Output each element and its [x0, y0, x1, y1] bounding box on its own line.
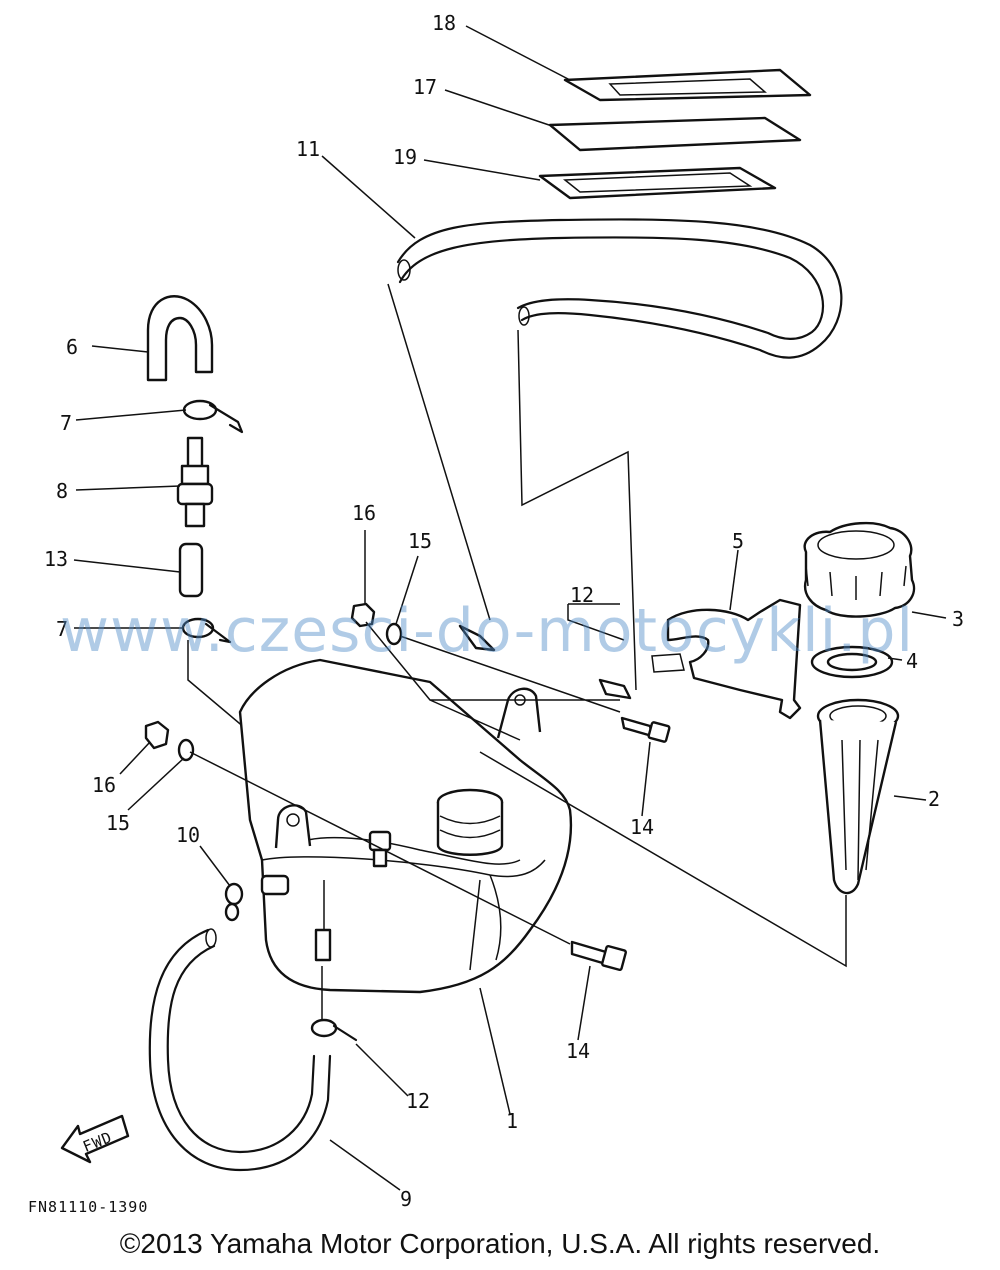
part-12-clip-lower: [310, 1018, 358, 1042]
callout-4: 4: [906, 649, 918, 673]
part-3-fuel-cap: [803, 521, 916, 618]
part-14-bolt-upper: [620, 716, 671, 743]
callout-6: 6: [66, 335, 78, 359]
part-14-bolt-lower: [570, 940, 627, 971]
callout-10: 10: [176, 823, 200, 847]
callout-12a: 12: [570, 583, 594, 607]
callout-leaders: [73, 25, 947, 1191]
part-1-fuel-tank: [238, 658, 573, 994]
callout-14a: 14: [630, 815, 654, 839]
callout-12b: 12: [406, 1089, 430, 1113]
callout-7a: 7: [60, 411, 72, 435]
callout-16a: 16: [352, 501, 376, 525]
callout-7b: 7: [56, 617, 68, 641]
part-18-decal: [563, 68, 812, 102]
callout-11: 11: [296, 137, 320, 161]
callout-15a: 15: [408, 529, 432, 553]
figure-code: FN81110-1390: [28, 1198, 148, 1216]
callout-16b: 16: [92, 773, 116, 797]
mount-line: [189, 621, 621, 945]
callout-18: 18: [432, 11, 456, 35]
callout-5: 5: [732, 529, 744, 553]
part-15-washer-lower: [177, 738, 195, 762]
part-8-fuel-cock: [176, 436, 214, 528]
part-11-hose: [396, 218, 843, 359]
callout-8: 8: [56, 479, 68, 503]
part-9-drain-hose: [148, 928, 332, 1172]
part-19-grid: [538, 166, 777, 200]
callout-17: 17: [413, 75, 437, 99]
watermark: www.czesci-do-motocykli.pl: [60, 596, 915, 666]
copyright-notice: ©2013 Yamaha Motor Corporation, U.S.A. A…: [119, 1228, 881, 1259]
fwd-arrow-icon: FWD: [60, 1114, 130, 1164]
part-4-gasket: [810, 645, 894, 679]
callout-2: 2: [928, 787, 940, 811]
callout-14b: 14: [566, 1039, 590, 1063]
callout-9: 9: [400, 1187, 412, 1211]
callout-13: 13: [44, 547, 68, 571]
callout-19: 19: [393, 145, 417, 169]
part-16-nut-upper: [350, 602, 376, 628]
part-12-clip-upper: [458, 624, 632, 700]
callout-3: 3: [952, 607, 964, 631]
part-5-bracket: [651, 598, 802, 720]
hose-routing-line: [387, 283, 637, 691]
part-6-elbow-hose: [146, 295, 214, 382]
part-7-clamp-lower: [181, 617, 232, 644]
callout-1: 1: [506, 1109, 518, 1133]
part-16-nut-lower: [144, 720, 170, 750]
part-2-strainer: [816, 698, 900, 895]
callout-15b: 15: [106, 811, 130, 835]
part-7-clamp-upper: [182, 399, 244, 434]
part-17-pad: [548, 116, 802, 152]
part-15-washer-upper: [385, 622, 403, 646]
part-13-pipe: [178, 542, 204, 598]
part-10-clip: [224, 882, 244, 922]
strainer-routing-line: [479, 751, 847, 968]
